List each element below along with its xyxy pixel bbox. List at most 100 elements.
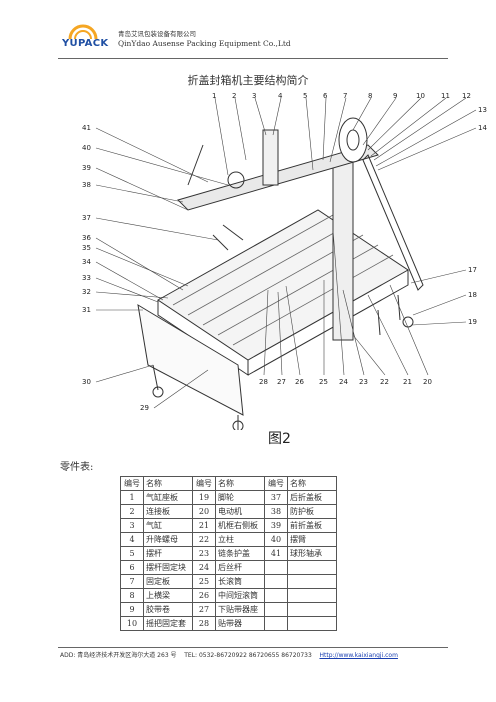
callout-37: 37	[82, 214, 91, 222]
callout-31: 31	[82, 306, 91, 314]
table-cell: 4	[120, 532, 144, 547]
table-header-cell: 编号	[264, 476, 288, 491]
callout-7: 7	[343, 92, 347, 100]
table-cell: 19	[192, 490, 216, 505]
logo-arc-icon	[68, 24, 98, 40]
table-cell	[287, 560, 337, 575]
table-cell: 摆臂	[287, 532, 337, 547]
figure-caption: 图2	[268, 431, 291, 447]
table-cell: 摆杆固定块	[143, 560, 193, 575]
table-cell: 40	[264, 532, 288, 547]
machine-diagram: 1 2 3 4 5 6 7 8 9 10 11 12 13 14 41 40 3…	[78, 90, 496, 450]
parts-list-heading: 零件表:	[60, 462, 94, 473]
table-header-cell: 名称	[143, 476, 193, 491]
callout-2: 2	[232, 92, 236, 100]
table-cell: 28	[192, 616, 216, 631]
table-cell: 胶带卷	[143, 602, 193, 617]
table-cell	[264, 616, 288, 631]
table-cell: 链条护盖	[215, 546, 265, 561]
table-header-cell: 名称	[215, 476, 265, 491]
callout-13: 13	[478, 106, 487, 114]
callout-9: 9	[393, 92, 397, 100]
callout-28: 28	[259, 378, 268, 386]
table-cell: 防护板	[287, 504, 337, 519]
callout-40: 40	[82, 144, 91, 152]
table-cell: 5	[120, 546, 144, 561]
table-cell: 20	[192, 504, 216, 519]
table-cell: 6	[120, 560, 144, 575]
table-cell	[287, 616, 337, 631]
table-cell: 摇把固定套	[143, 616, 193, 631]
callout-22: 22	[380, 378, 389, 386]
callouts-right: 17 18 19	[468, 266, 477, 326]
table-cell: 升降螺母	[143, 532, 193, 547]
table-cell	[264, 602, 288, 617]
table-cell: 23	[192, 546, 216, 561]
table-cell: 后折盖板	[287, 490, 337, 505]
table-header-cell: 编号	[120, 476, 144, 491]
table-cell: 3	[120, 518, 144, 533]
table-cell: 25	[192, 574, 216, 589]
table-cell: 球形轴承	[287, 546, 337, 561]
callout-41: 41	[82, 124, 91, 132]
table-cell: 气缸	[143, 518, 193, 533]
table-cell: 脚轮	[215, 490, 265, 505]
callout-14: 14	[478, 124, 487, 132]
table-header-cell: 名称	[287, 476, 337, 491]
table-cell: 固定板	[143, 574, 193, 589]
table-cell: 39	[264, 518, 288, 533]
callout-8: 8	[368, 92, 372, 100]
callout-6: 6	[323, 92, 328, 100]
callout-29: 29	[140, 404, 149, 412]
callout-34: 34	[82, 258, 91, 266]
table-cell: 上横梁	[143, 588, 193, 603]
letterhead: YUPACK 青岛艾讯包装设备有限公司 QinYdao Ausense Pack…	[58, 24, 448, 58]
callout-5: 5	[303, 92, 307, 100]
table-cell: 1	[120, 490, 144, 505]
table-cell	[287, 588, 337, 603]
callout-19: 19	[468, 318, 477, 326]
callouts-top: 1 2 3 4 5 6 7 8 9 10 11 12 13 14	[212, 92, 487, 132]
footer-website-link[interactable]: Http://www.kaixiangji.com	[319, 652, 398, 659]
table-cell: 立柱	[215, 532, 265, 547]
table-cell: 26	[192, 588, 216, 603]
table-header-cell: 编号	[192, 476, 216, 491]
table-cell: 摆杆	[143, 546, 193, 561]
table-cell: 38	[264, 504, 288, 519]
footer-tel: TEL: 0532-86720922 86720655 86720733	[184, 652, 312, 659]
callout-38: 38	[82, 181, 91, 189]
callout-10: 10	[416, 92, 425, 100]
callout-25: 25	[319, 378, 328, 386]
company-name-en: QinYdao Ausense Packing Equipment Co.,Lt…	[118, 39, 291, 48]
callout-26: 26	[295, 378, 304, 386]
callout-17: 17	[468, 266, 477, 274]
table-cell: 21	[192, 518, 216, 533]
table-cell: 7	[120, 574, 144, 589]
table-cell: 连接板	[143, 504, 193, 519]
table-cell	[287, 602, 337, 617]
callout-36: 36	[82, 234, 91, 242]
table-cell	[264, 588, 288, 603]
footer-divider	[58, 647, 448, 648]
table-cell: 8	[120, 588, 144, 603]
table-cell: 气缸座板	[143, 490, 193, 505]
callout-1: 1	[212, 92, 216, 100]
callout-30: 30	[82, 378, 91, 386]
callout-3: 3	[252, 92, 256, 100]
callout-39: 39	[82, 164, 91, 172]
callout-4: 4	[278, 92, 283, 100]
table-cell: 贴带器	[215, 616, 265, 631]
table-cell: 长滚筒	[215, 574, 265, 589]
table-cell: 27	[192, 602, 216, 617]
table-cell: 41	[264, 546, 288, 561]
company-name-cn: 青岛艾讯包装设备有限公司	[118, 30, 196, 38]
